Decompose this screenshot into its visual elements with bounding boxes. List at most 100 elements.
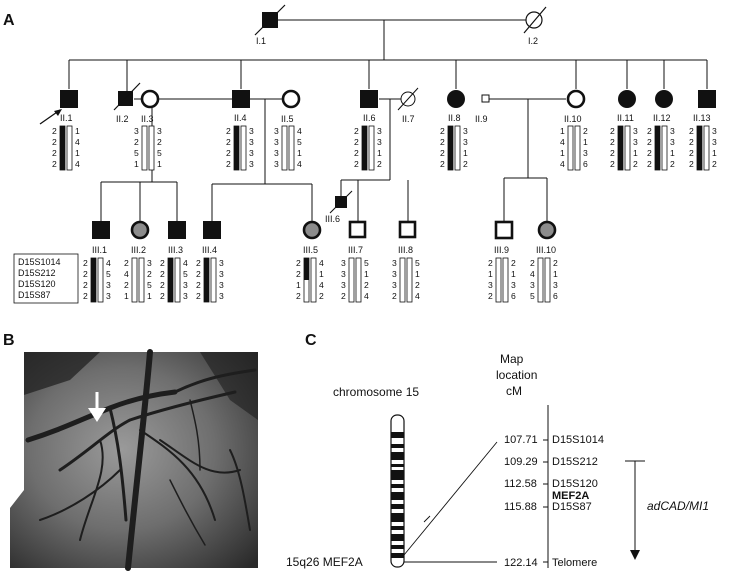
haplotype-bar (703, 125, 710, 171)
band-label: 15q26 MEF2A (286, 555, 363, 569)
allele: 3 (219, 269, 224, 279)
allele: 3 (530, 280, 535, 290)
marker-label: D15S1014 (18, 257, 61, 267)
allele: 2 (440, 137, 445, 147)
allele: 4 (297, 159, 302, 169)
individual-I-2: I.2 (523, 6, 547, 46)
allele: 4 (319, 280, 324, 290)
allele: 5 (157, 148, 162, 158)
individual-III-1: III.1 (92, 221, 110, 255)
male-affected-symbol (232, 90, 250, 108)
allele: 2 (124, 258, 129, 268)
haplotype-bar (368, 125, 375, 171)
angiogram-image (10, 349, 258, 571)
allele: 2 (440, 159, 445, 169)
allele: 2 (226, 137, 231, 147)
individual-II-10: II.10 (564, 89, 586, 124)
allele: 4 (530, 269, 535, 279)
haplotype-bar (617, 125, 624, 171)
female-unaffected-symbol (281, 89, 301, 109)
panel-c-label: C (305, 332, 317, 349)
locus-cm: 109.29 (504, 456, 538, 468)
allele: 2 (196, 258, 201, 268)
haplotype-block-III-8: 3 3 3 2 5 1 2 4 (392, 257, 420, 303)
allele: 5 (297, 137, 302, 147)
allele: 3 (392, 258, 397, 268)
male-unaffected-symbol (494, 220, 514, 240)
haplotype-block-II-11: 2 2 2 2 3 3 1 2 (610, 125, 638, 171)
haplotype-block-III-2: 2 4 2 1 3 2 5 1 (124, 257, 152, 303)
allele: 1 (147, 291, 152, 301)
allele: 4 (560, 159, 565, 169)
haplotype-bar (624, 125, 631, 171)
allele: 2 (319, 291, 324, 301)
allele: 3 (274, 159, 279, 169)
allele: 2 (296, 269, 301, 279)
map-header-line: cM (506, 384, 522, 398)
locus-name: D15S1014 (552, 434, 604, 446)
allele: 2 (354, 126, 359, 136)
individual-III-8: III.8 (398, 220, 417, 255)
label-II-5: II.5 (281, 114, 294, 124)
haplotype-block-II-5: 3 3 3 3 4 5 1 4 (274, 125, 302, 171)
allele: 1 (463, 148, 468, 158)
male-unaffected-symbol (348, 220, 367, 239)
individual-II-8: II.8 (447, 90, 465, 123)
allele: 2 (160, 258, 165, 268)
label-III-7: III.7 (348, 245, 363, 255)
allele: 2 (530, 258, 535, 268)
allele: 3 (183, 280, 188, 290)
haplotype-bar (454, 125, 461, 171)
individual-III-5: III.5 (302, 220, 322, 255)
allele: 4 (75, 137, 80, 147)
locus-interval-label: adCAD/MI1 (647, 499, 709, 513)
individual-I-1: I.1 (254, 4, 286, 46)
haplotype-bar (406, 257, 413, 303)
label-III-8: III.8 (398, 245, 413, 255)
interval-arrow-icon (630, 550, 640, 560)
individual-II-5: II.5 (281, 89, 301, 124)
allele: 2 (341, 291, 346, 301)
haplotype-block-III-9: 2 1 3 2 2 1 3 6 (488, 257, 516, 303)
locus-cm: 115.88 (504, 501, 537, 513)
haplotype-block-III-3: 2 2 2 2 4 5 3 3 (160, 257, 188, 303)
haplotype-bar (281, 125, 288, 171)
male-unaffected-symbol (481, 94, 490, 103)
label-III-5: III.5 (303, 245, 318, 255)
allele: 2 (392, 291, 397, 301)
allele: 2 (134, 137, 139, 147)
allele: 2 (670, 159, 675, 169)
allele: 2 (83, 280, 88, 290)
allele: 2 (52, 126, 57, 136)
individual-II-6: II.6 (360, 90, 378, 123)
allele: 2 (647, 137, 652, 147)
haplotype-bar (174, 257, 181, 303)
allele: 2 (354, 137, 359, 147)
chromosome-map: chromosome 15 15q26 MEF2A Map location c… (286, 352, 709, 569)
allele: 2 (610, 148, 615, 158)
allele: 3 (249, 148, 254, 158)
individual-III-3: III.3 (168, 221, 186, 255)
allele: 3 (633, 137, 638, 147)
label-III-9: III.9 (494, 245, 509, 255)
allele: 3 (341, 258, 346, 268)
marker-label: D15S87 (18, 290, 51, 300)
allele: 2 (488, 291, 493, 301)
haplotype-bar (59, 125, 66, 171)
allele: 3 (553, 280, 558, 290)
haplotype-bar (167, 257, 174, 303)
haplotype-bar (567, 125, 574, 171)
allele: 3 (463, 137, 468, 147)
allele: 5 (106, 269, 111, 279)
female-uncertain-symbol (302, 220, 322, 240)
allele: 2 (160, 269, 165, 279)
allele: 2 (610, 159, 615, 169)
allele: 4 (297, 126, 302, 136)
haplotype-bar (574, 125, 581, 171)
allele: 3 (392, 280, 397, 290)
haplotype-bar-partial (304, 258, 309, 280)
allele: 2 (226, 126, 231, 136)
allele: 1 (488, 269, 493, 279)
haplotype-bar (66, 125, 73, 171)
allele: 2 (52, 159, 57, 169)
